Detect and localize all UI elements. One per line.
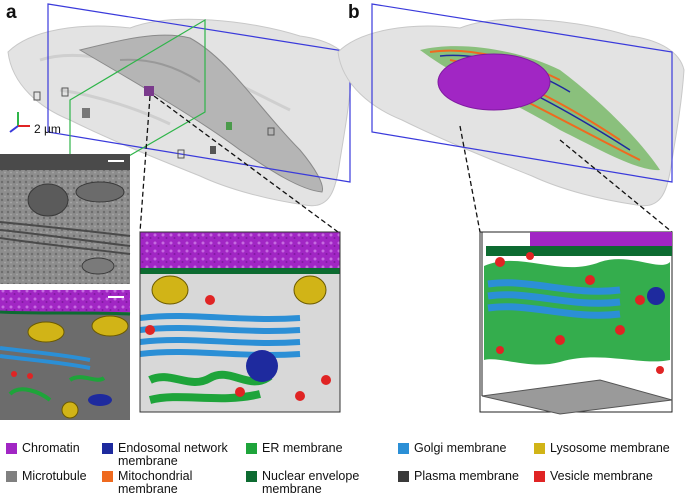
legend-item-nuclear-envelope: Nuclear envelope membrane xyxy=(246,470,382,496)
blue-slice-plane xyxy=(371,3,673,183)
legend-item-microtubule: Microtubule xyxy=(6,470,87,483)
legend-swatch xyxy=(398,471,409,482)
legend-swatch xyxy=(534,443,545,454)
legend-label: Vesicle membrane xyxy=(550,469,653,483)
legend-label: Chromatin xyxy=(22,441,80,455)
zoom-line xyxy=(559,139,673,233)
zoom-line xyxy=(459,125,481,233)
legend-item-chromatin: Chromatin xyxy=(6,442,80,455)
legend-swatch xyxy=(102,471,113,482)
roi-box xyxy=(210,146,216,154)
legend-swatch xyxy=(246,471,257,482)
legend-item-golgi: Golgi membrane xyxy=(398,442,506,455)
panel-a-cell-render xyxy=(7,3,353,207)
legend-label: Lysosome membrane xyxy=(550,441,670,455)
panel-b-cell-render xyxy=(337,3,685,207)
legend-item-lysosome: Lysosome membrane xyxy=(534,442,670,455)
figure-canvas xyxy=(0,3,685,420)
roi-box xyxy=(61,87,69,97)
legend-item-mitochondrial: Mitochondrial membrane xyxy=(102,470,228,496)
scale-bar xyxy=(108,296,124,298)
legend-label: Endosomal network membrane xyxy=(118,441,228,468)
roi-box xyxy=(33,91,41,101)
zoom-line xyxy=(153,95,339,233)
legend: Chromatin Endosomal network membrane ER … xyxy=(0,432,685,497)
highlighted-roi-box xyxy=(144,86,154,96)
em-micrograph xyxy=(0,154,131,284)
legend-item-vesicle: Vesicle membrane xyxy=(534,470,653,483)
plasma-membrane-floor xyxy=(481,379,673,415)
blue-slice-plane xyxy=(47,3,351,183)
panel-label-b: b xyxy=(348,2,360,23)
roi-box xyxy=(226,122,232,130)
legend-label: Plasma membrane xyxy=(414,469,519,483)
legend-item-er: ER membrane xyxy=(246,442,343,455)
legend-swatch xyxy=(246,443,257,454)
roi-box xyxy=(267,127,275,136)
legend-item-plasma: Plasma membrane xyxy=(398,470,519,483)
legend-swatch xyxy=(6,471,17,482)
legend-swatch xyxy=(398,443,409,454)
roi-box xyxy=(177,149,185,159)
axes-indicator-icon xyxy=(9,112,30,133)
roi-box xyxy=(82,108,90,118)
legend-item-endosomal: Endosomal network membrane xyxy=(102,442,243,468)
panel-b-3d-crop xyxy=(479,231,673,415)
scale-bar-label: 2 µm xyxy=(34,122,61,136)
legend-label: Mitochondrial membrane xyxy=(118,469,193,496)
scale-bar xyxy=(108,160,124,162)
panel-label-a: a xyxy=(6,2,17,23)
legend-label: Microtubule xyxy=(22,469,87,483)
legend-label: ER membrane xyxy=(262,441,343,455)
legend-label: Golgi membrane xyxy=(414,441,507,455)
legend-swatch xyxy=(6,443,17,454)
panel-a-3d-crop xyxy=(139,231,341,413)
legend-label: Nuclear envelope membrane xyxy=(262,469,360,496)
segmentation-image xyxy=(0,290,131,420)
zoom-line xyxy=(139,95,151,233)
legend-swatch xyxy=(534,471,545,482)
legend-swatch xyxy=(102,443,113,454)
